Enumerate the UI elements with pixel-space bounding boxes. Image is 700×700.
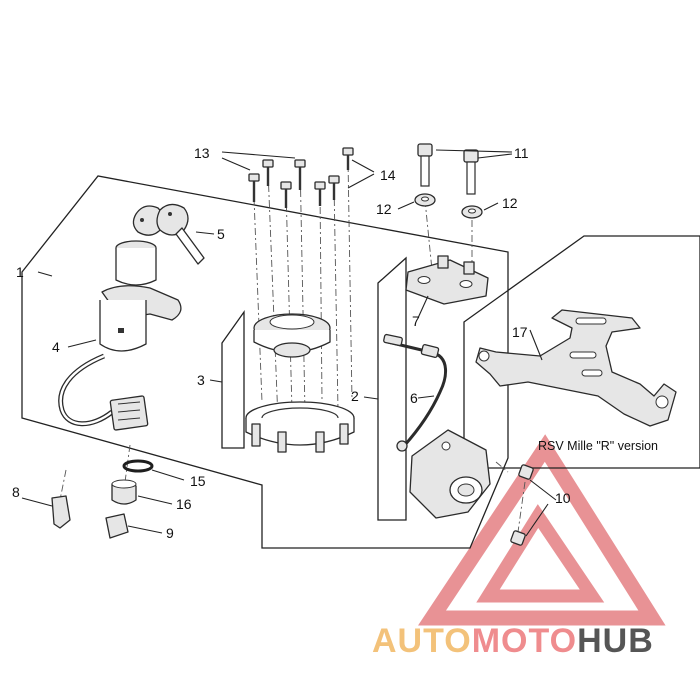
callout-7: 7 bbox=[412, 313, 420, 329]
callout-17: 17 bbox=[512, 324, 528, 340]
callout-12-left: 12 bbox=[376, 201, 392, 217]
watermark-triangle-inner bbox=[476, 504, 605, 603]
key-blade bbox=[175, 227, 205, 265]
callout-14: 14 bbox=[380, 167, 396, 183]
fuel-cap-ring-leg-4 bbox=[339, 423, 349, 445]
screw-14-c bbox=[342, 147, 354, 156]
fuel-cap-ring-leg-3 bbox=[315, 431, 325, 453]
callout-8: 8 bbox=[12, 484, 20, 500]
part-9-screw bbox=[105, 513, 129, 539]
part-8-bolt bbox=[51, 495, 71, 529]
fuel-cap-ring-leg-2 bbox=[277, 431, 287, 453]
callout-12-right: 12 bbox=[502, 195, 518, 211]
sensor-clip bbox=[420, 343, 440, 359]
watermark-auto: AUTO bbox=[372, 622, 472, 660]
callout-11: 11 bbox=[514, 145, 529, 161]
watermark-wordmark: AUTOMOTOHUB bbox=[372, 622, 654, 660]
callout-13: 13 bbox=[194, 145, 210, 161]
screw-13-c bbox=[280, 181, 292, 190]
bracket-plate-7 bbox=[405, 255, 489, 305]
watermark-triangle-outer bbox=[418, 434, 666, 626]
group-1-frame bbox=[21, 175, 509, 549]
screw-14-a bbox=[314, 181, 326, 190]
part-15-oring bbox=[122, 459, 154, 473]
callout-6: 6 bbox=[410, 390, 418, 406]
bolts-11-washers-12 bbox=[414, 143, 483, 219]
small-parts bbox=[51, 459, 154, 539]
callout-labels: 13 14 11 12 12 1 5 4 3 2 6 7 17 RSV Mill… bbox=[12, 145, 658, 541]
ignition-upper-body bbox=[115, 248, 157, 286]
bracket-stud-2 bbox=[463, 261, 475, 275]
fuel-cap-3 bbox=[245, 313, 355, 453]
bolt-11-right bbox=[463, 149, 479, 163]
sensor-cable-6 bbox=[383, 333, 447, 452]
group-2-bracket bbox=[377, 256, 407, 521]
bracket-17-body bbox=[475, 309, 677, 427]
screws-13-14 bbox=[248, 147, 354, 208]
ignition-switch-4 bbox=[58, 240, 182, 431]
bracket-17 bbox=[475, 309, 677, 427]
sensor-end bbox=[396, 440, 408, 452]
callout-16: 16 bbox=[176, 496, 192, 512]
ignition-connector bbox=[109, 395, 149, 431]
screw-14-b bbox=[328, 175, 340, 184]
watermark-moto: MOTO bbox=[472, 622, 577, 660]
watermark-logo bbox=[418, 434, 666, 626]
leader-lines bbox=[21, 149, 557, 537]
callout-15: 15 bbox=[190, 473, 206, 489]
callout-1: 1 bbox=[16, 264, 24, 280]
screw-10-b bbox=[510, 530, 526, 546]
callout-5: 5 bbox=[217, 226, 225, 242]
version-note: RSV Mille "R" version bbox=[538, 439, 658, 453]
sensor-plug-top bbox=[383, 333, 403, 347]
callout-2: 2 bbox=[351, 388, 359, 404]
callout-10: 10 bbox=[555, 490, 571, 506]
keys-5 bbox=[132, 203, 205, 265]
screw-13-a bbox=[248, 173, 260, 182]
screws-10 bbox=[510, 464, 534, 546]
bolt-11-left bbox=[417, 143, 433, 157]
svg-text:AUTOMOTOHUB: AUTOMOTOHUB bbox=[372, 622, 654, 660]
screw-10-a bbox=[518, 464, 534, 480]
screw-13-d bbox=[294, 159, 306, 168]
watermark-hub: HUB bbox=[577, 622, 654, 660]
lock-housing bbox=[409, 429, 491, 519]
screw-13-b bbox=[262, 159, 274, 168]
lock-housing-body bbox=[409, 429, 491, 519]
fuel-cap-ring-leg-1 bbox=[251, 423, 261, 447]
group-3-bracket bbox=[221, 309, 245, 449]
callout-9: 9 bbox=[166, 525, 174, 541]
callout-4: 4 bbox=[52, 339, 60, 355]
bracket-stud-1 bbox=[437, 255, 449, 269]
ignition-lower-body bbox=[99, 300, 147, 352]
fuel-cap-lock bbox=[273, 342, 311, 358]
callout-3: 3 bbox=[197, 372, 205, 388]
